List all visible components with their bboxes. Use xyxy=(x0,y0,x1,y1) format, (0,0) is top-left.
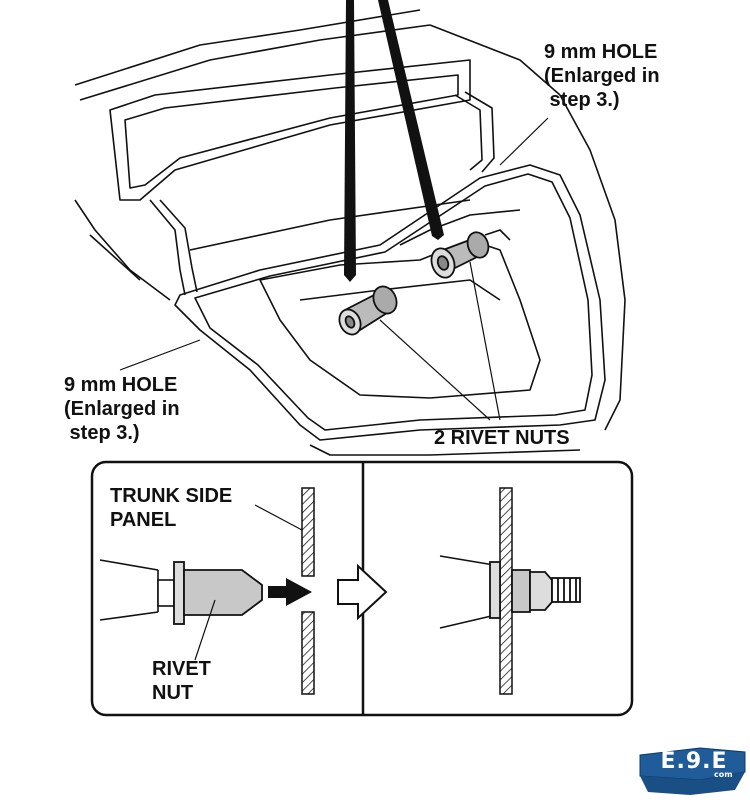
rivet-nut-lower xyxy=(338,285,398,336)
trunk-side-panel-line2: PANEL xyxy=(110,509,177,531)
hole-label-top-line2: (Enlarged in xyxy=(544,65,660,87)
rivet-nut-line2: NUT xyxy=(152,682,194,704)
rivet-nut-label: RIVET NUT xyxy=(152,657,211,705)
hole-label-top-line3: step 3.) xyxy=(544,89,620,111)
panel-leader-line xyxy=(254,504,303,531)
hole-label-top-line1: 9 mm HOLE xyxy=(544,41,658,63)
trunk-side-panel-label: TRUNK SIDE PANEL xyxy=(110,484,232,532)
site-logo xyxy=(639,747,746,795)
panel-with-hole xyxy=(301,487,315,695)
trunk-side-panel-line1: TRUNK SIDE xyxy=(110,485,233,507)
hole-label-left-line1: 9 mm HOLE xyxy=(64,374,178,396)
logo-text: E.9.E xyxy=(660,749,728,774)
rivet-nut-detail-left xyxy=(173,561,263,625)
logo-suffix: com xyxy=(714,770,733,779)
rivet-nut-upper xyxy=(430,231,490,279)
pointer-lines xyxy=(344,0,444,282)
rivet-nut-leader-line xyxy=(194,599,216,661)
hole-label-top: 9 mm HOLE (Enlarged in step 3.) xyxy=(544,40,660,112)
rivet-nuts-label: 2 RIVET NUTS xyxy=(434,427,570,449)
hole-label-left: 9 mm HOLE (Enlarged in step 3.) xyxy=(64,373,180,445)
insert-arrow xyxy=(268,578,312,606)
hole-label-left-line2: (Enlarged in xyxy=(64,398,180,420)
step-arrow xyxy=(337,563,388,621)
car-trunk-illustration xyxy=(74,9,626,456)
leader-lines xyxy=(119,117,549,421)
rivet-nut-installed xyxy=(489,561,581,619)
rivet-nut-line1: RIVET xyxy=(152,658,211,680)
hole-label-left-line3: step 3.) xyxy=(64,422,140,444)
panel-installed xyxy=(499,487,513,695)
